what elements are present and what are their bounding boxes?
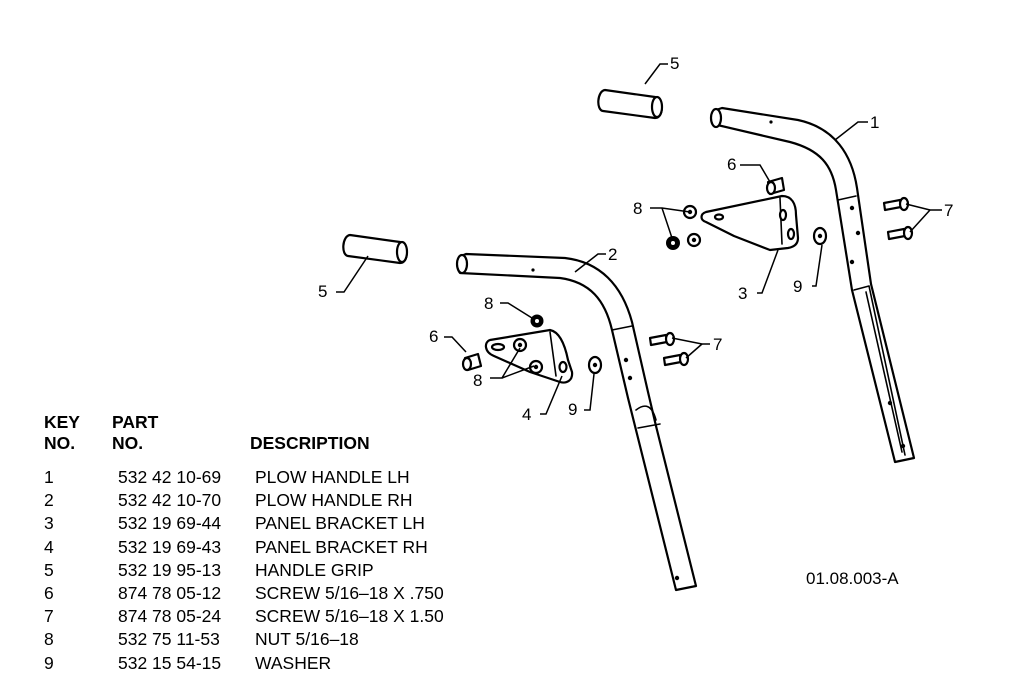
- row-part-no: 532 75 11-53: [118, 629, 220, 650]
- table-row: 3 532 19 69-44 PANEL BRACKET LH: [44, 512, 444, 535]
- drawing-reference-code: 01.08.003-A: [806, 569, 899, 588]
- callout-8-low: 8: [473, 371, 482, 390]
- table-row: 4 532 19 69-43 PANEL BRACKET RH: [44, 536, 444, 559]
- leader-lines: [336, 63, 942, 415]
- table-header-row: KEY NO. PART NO. DESCRIPTION: [44, 412, 444, 466]
- table-row: 5 532 19 95-13 HANDLE GRIP: [44, 559, 444, 582]
- callout-8-mid: 8: [484, 294, 493, 313]
- handle-grip-left: [342, 233, 409, 265]
- row-key-no: 4: [44, 536, 54, 557]
- row-description: NUT 5/16–18: [255, 629, 359, 650]
- screw-6-top: [765, 176, 786, 196]
- nuts-8-lower: [512, 314, 544, 375]
- table-row: 2 532 42 10-70 PLOW HANDLE RH: [44, 489, 444, 512]
- washer-9-left: [587, 355, 603, 375]
- row-description: PLOW HANDLE LH: [255, 467, 410, 487]
- table-row: 9 532 15 54-15 WASHER: [44, 652, 444, 675]
- callouts: 1 2 3 4 5 5 6 6 7 7 8 8 8 9 9: [318, 54, 953, 424]
- row-key-no: 6: [44, 583, 54, 604]
- callout-5-left: 5: [318, 282, 327, 301]
- callout-9-right: 9: [793, 277, 802, 296]
- row-key-no: 5: [44, 559, 54, 580]
- callout-7-mid: 7: [713, 335, 722, 354]
- row-key-no: 7: [44, 606, 54, 627]
- row-part-no: 874 78 05-12: [118, 583, 222, 604]
- row-key-no: 3: [44, 513, 54, 534]
- callout-3: 3: [738, 284, 747, 303]
- row-description: PANEL BRACKET RH: [255, 536, 428, 557]
- row-description: PLOW HANDLE RH: [255, 490, 413, 511]
- callout-6-left: 6: [429, 327, 438, 346]
- row-part-no: 532 19 69-43: [118, 536, 222, 557]
- row-part-no: 532 15 54-15: [118, 652, 222, 673]
- plow-handle-lh: [709, 106, 916, 464]
- plow-handle-rh: [455, 252, 698, 592]
- table-row: 8 532 75 11-53 NUT 5/16–18: [44, 628, 444, 651]
- callout-1: 1: [870, 113, 879, 132]
- panel-bracket-rh: [484, 328, 574, 384]
- screws-7-right: [882, 196, 914, 241]
- row-key-no: 8: [44, 629, 54, 650]
- row-part-no: 532 19 69-44: [118, 513, 222, 534]
- handle-grip-top: [597, 88, 664, 120]
- row-description: PANEL BRACKET LH: [255, 513, 425, 534]
- row-description: WASHER: [255, 652, 332, 673]
- parts-list-body: 1 532 42 10-69 PLOW HANDLE LH 2 532 42 10-70…: [44, 466, 444, 675]
- nuts-8-top: [666, 204, 702, 250]
- panel-bracket-lh: [700, 194, 800, 252]
- screw-6-left: [461, 352, 483, 372]
- callout-9-left: 9: [568, 400, 577, 419]
- row-part-no: 532 42 10-69: [118, 467, 222, 487]
- callout-6-top: 6: [727, 155, 736, 174]
- parts-list-table: KEY NO. PART NO. DESCRIPTION 1 532 42 10-…: [44, 412, 444, 675]
- row-part-no: 532 42 10-70: [118, 490, 222, 511]
- table-row: 6 874 78 05-12 SCREW 5/16–18 X .750: [44, 582, 444, 605]
- screws-7-mid: [648, 331, 690, 367]
- callout-7-right: 7: [944, 201, 953, 220]
- header-description: DESCRIPTION: [250, 433, 370, 453]
- table-row: 7 874 78 05-24 SCREW 5/16–18 X 1.50: [44, 605, 444, 628]
- callout-4: 4: [522, 405, 531, 424]
- callout-5-top: 5: [670, 54, 679, 73]
- row-part-no: 532 19 95-13: [118, 559, 222, 580]
- callout-2: 2: [608, 245, 617, 264]
- row-description: SCREW 5/16–18 X 1.50: [255, 606, 444, 627]
- row-key-no: 1: [44, 467, 54, 487]
- header-key-no: KEY NO.: [44, 412, 80, 453]
- header-part-no: PART NO.: [112, 412, 159, 453]
- row-description: HANDLE GRIP: [255, 559, 374, 580]
- washer-9-right: [812, 226, 828, 246]
- table-row: 1 532 42 10-69 PLOW HANDLE LH: [44, 466, 444, 489]
- row-part-no: 874 78 05-24: [118, 606, 222, 627]
- row-key-no: 2: [44, 490, 54, 511]
- row-description: SCREW 5/16–18 X .750: [255, 583, 444, 604]
- callout-8-top: 8: [633, 199, 642, 218]
- row-key-no: 9: [44, 652, 54, 673]
